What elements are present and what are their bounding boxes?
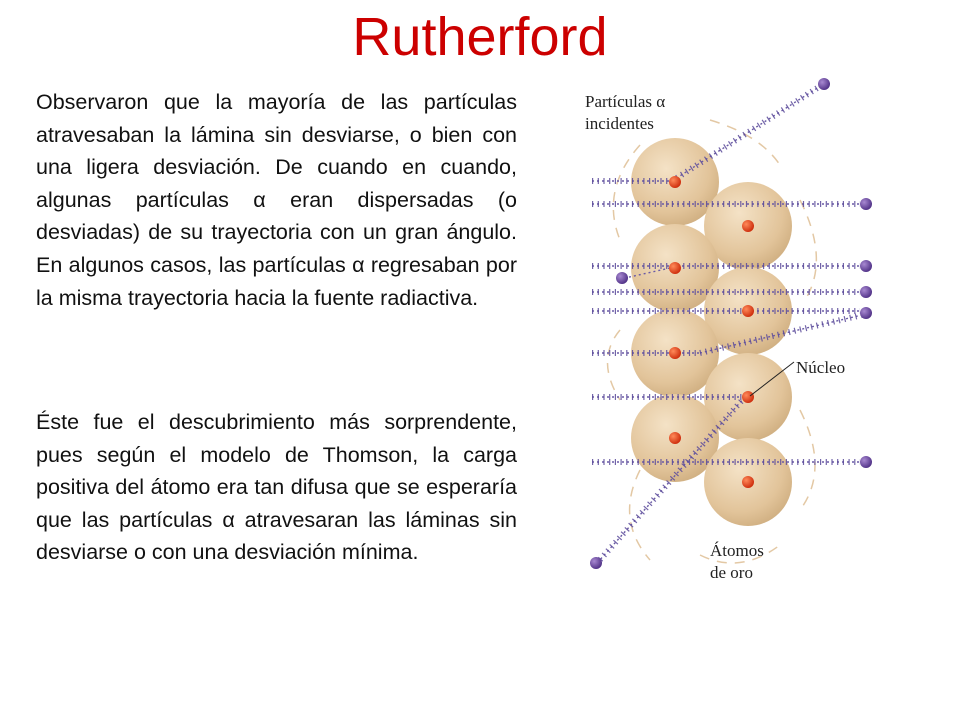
label-atoms-line1: Átomos <box>710 541 764 560</box>
nucleus <box>742 220 754 232</box>
label-particles-line1: Partículas α <box>585 92 665 111</box>
alpha-particle <box>860 307 872 319</box>
label-nucleus: Núcleo <box>796 358 845 377</box>
alpha-particle <box>860 286 872 298</box>
nuclei <box>669 176 754 488</box>
alpha-particle <box>616 272 628 284</box>
nucleus <box>669 347 681 359</box>
label-atoms-line2: de oro <box>710 563 753 582</box>
paragraph-discovery: Éste fue el descubrimiento más sorprende… <box>36 410 517 565</box>
label-particles-line2: incidentes <box>585 114 654 133</box>
alpha-particle <box>818 78 830 90</box>
gold-atoms <box>631 138 792 526</box>
alpha-particle <box>860 456 872 468</box>
nucleus <box>669 176 681 188</box>
alpha-particles <box>590 78 872 569</box>
alpha-particle <box>860 198 872 210</box>
nucleus-leader-line <box>749 361 795 397</box>
rutherford-scattering-diagram: Partículas α incidentes Núcleo Átomos de… <box>585 78 872 582</box>
nucleus <box>742 476 754 488</box>
slide-title: Rutherford <box>352 7 608 67</box>
alpha-particle <box>860 260 872 272</box>
alpha-particle <box>590 557 602 569</box>
paragraph-observations: Observaron que la mayoría de las partícu… <box>36 90 517 310</box>
nucleus <box>742 305 754 317</box>
nucleus <box>669 432 681 444</box>
nucleus <box>742 391 754 403</box>
nucleus <box>669 262 681 274</box>
